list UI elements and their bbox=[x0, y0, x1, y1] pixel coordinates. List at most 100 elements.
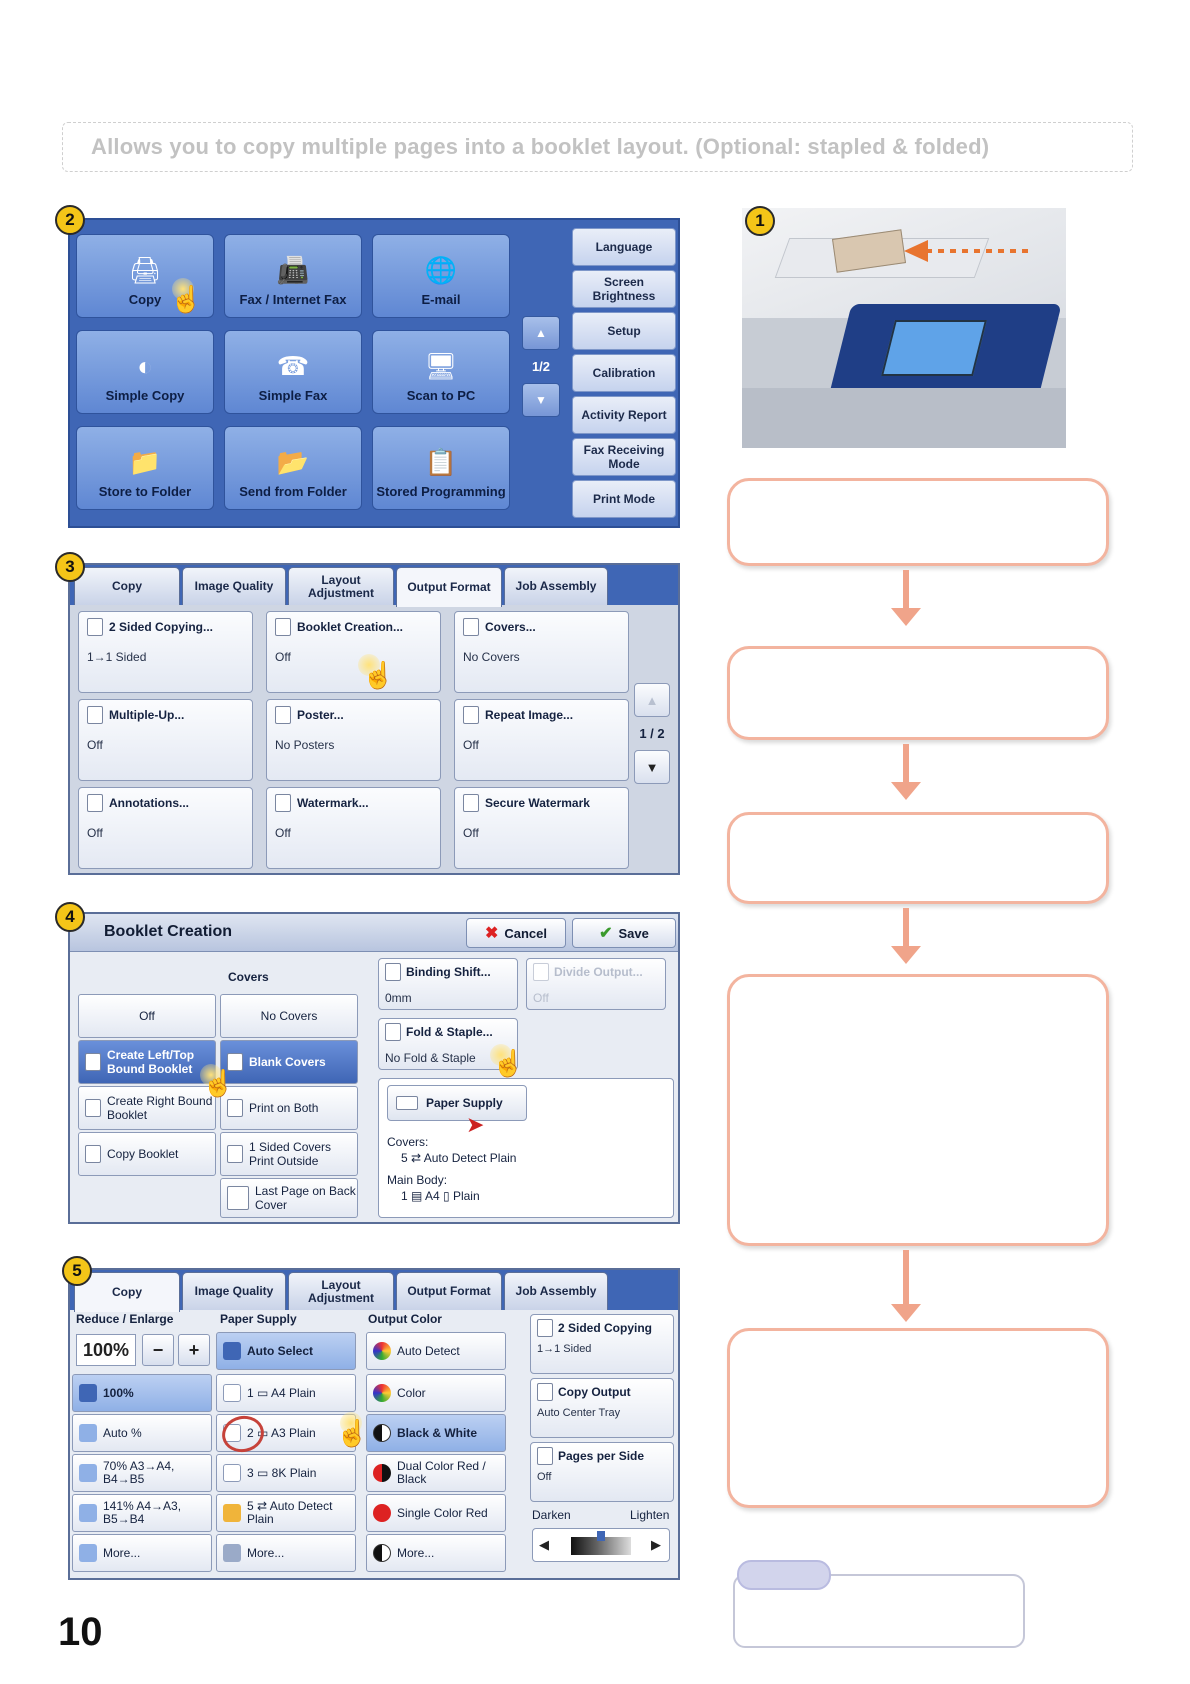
cancel-button[interactable]: ✖Cancel bbox=[466, 918, 566, 948]
paper-tray-2-option[interactable]: 2 ▭ A3 Plain bbox=[216, 1414, 356, 1452]
tab-image-quality[interactable]: Image Quality bbox=[182, 567, 286, 605]
layout-off-option[interactable]: Off bbox=[78, 994, 216, 1038]
send-from-folder-button[interactable]: 📂Send from Folder bbox=[224, 426, 362, 510]
fold-staple-icon bbox=[385, 1023, 401, 1041]
covers-value: 5 ⇄ Auto Detect Plain bbox=[401, 1151, 517, 1165]
multiple-up-card[interactable]: Multiple-Up...Off bbox=[78, 699, 253, 781]
tab-output-format[interactable]: Output Format bbox=[396, 1272, 502, 1310]
density-slider[interactable]: ◀ ▶ bbox=[532, 1528, 670, 1562]
paper-supply-button[interactable]: Paper Supply bbox=[387, 1085, 527, 1121]
binding-shift-card[interactable]: Binding Shift...0mm bbox=[378, 958, 518, 1010]
flow-arrow-head-3 bbox=[891, 946, 921, 964]
print-mode-button[interactable]: Print Mode bbox=[572, 480, 676, 518]
reduce-enlarge-label: Reduce / Enlarge bbox=[76, 1312, 174, 1326]
page-number: 10 bbox=[58, 1610, 103, 1654]
secure-watermark-icon bbox=[463, 794, 479, 812]
simple-copy-icon: ◐ bbox=[137, 351, 153, 381]
step-badge-3: 3 bbox=[55, 552, 85, 582]
simple-fax-button[interactable]: ☎Simple Fax bbox=[224, 330, 362, 414]
print-on-both-option[interactable]: Print on Both bbox=[220, 1086, 358, 1130]
tab-output-format[interactable]: Output Format bbox=[396, 567, 502, 607]
zoom-minus-button[interactable]: − bbox=[142, 1334, 174, 1366]
activity-report-button[interactable]: Activity Report bbox=[572, 396, 676, 434]
folder-send-icon: 📂 bbox=[276, 447, 310, 477]
zoom-auto-option[interactable]: Auto % bbox=[72, 1414, 212, 1452]
lighten-right-icon[interactable]: ▶ bbox=[651, 1537, 661, 1552]
tab-job-assembly[interactable]: Job Assembly bbox=[504, 1272, 608, 1310]
one-sided-covers-option[interactable]: 1 Sided Covers Print Outside bbox=[220, 1132, 358, 1176]
booklet-creation-card[interactable]: Booklet Creation...Off bbox=[266, 611, 441, 693]
booklet-header: Booklet Creation ✖Cancel ✔Save bbox=[70, 914, 678, 952]
right-bound-booklet-option[interactable]: Create Right Bound Booklet bbox=[78, 1086, 216, 1130]
tab-layout-adjustment[interactable]: Layout Adjustment bbox=[288, 1272, 394, 1310]
store-to-folder-button[interactable]: 📁Store to Folder bbox=[76, 426, 214, 510]
last-page-back-cover-option[interactable]: Last Page on Back Cover bbox=[220, 1178, 358, 1218]
output-scroll-up-button[interactable]: ▲ bbox=[634, 683, 670, 717]
zoom-100-option[interactable]: 100% bbox=[72, 1374, 212, 1412]
output-scroll-down-button[interactable]: ▼ bbox=[634, 750, 670, 784]
watermark-card[interactable]: Watermark...Off bbox=[266, 787, 441, 869]
screen-brightness-button[interactable]: Screen Brightness bbox=[572, 270, 676, 308]
calibration-button[interactable]: Calibration bbox=[572, 354, 676, 392]
paper-auto-select-option[interactable]: Auto Select bbox=[216, 1332, 356, 1370]
annotations-card[interactable]: Annotations...Off bbox=[78, 787, 253, 869]
scroll-up-button[interactable]: ▲ bbox=[522, 316, 560, 350]
paper-tray-1-option[interactable]: 1 ▭ A4 Plain bbox=[216, 1374, 356, 1412]
repeat-image-card[interactable]: Repeat Image...Off bbox=[454, 699, 629, 781]
covers-card[interactable]: Covers...No Covers bbox=[454, 611, 629, 693]
main-menu-panel: 🖨Copy 📠Fax / Internet Fax 🌐E-mail ◐Simpl… bbox=[68, 218, 680, 528]
color-more-option[interactable]: More... bbox=[366, 1534, 506, 1572]
darken-left-icon[interactable]: ◀ bbox=[539, 1537, 549, 1552]
paper-more-option[interactable]: More... bbox=[216, 1534, 356, 1572]
save-button[interactable]: ✔Save bbox=[572, 918, 676, 948]
paper-tray-5-option[interactable]: 5 ⇄ Auto Detect Plain bbox=[216, 1494, 356, 1532]
hand-pointer-icon: ☝ bbox=[170, 284, 203, 314]
color-full-option[interactable]: Color bbox=[366, 1374, 506, 1412]
paper-tray-3-option[interactable]: 3 ▭ 8K Plain bbox=[216, 1454, 356, 1492]
menu-scroll: ▲ 1/2 ▼ bbox=[522, 316, 560, 426]
language-button[interactable]: Language bbox=[572, 228, 676, 266]
color-black-white-option[interactable]: Black & White bbox=[366, 1414, 506, 1452]
one-sided-covers-icon bbox=[227, 1145, 243, 1163]
copy-service-button[interactable]: 🖨Copy bbox=[76, 234, 214, 318]
zoom-icon bbox=[79, 1384, 97, 1402]
copy-tab-panel: Copy Image Quality Layout Adjustment Out… bbox=[68, 1268, 680, 1580]
tab-copy[interactable]: Copy bbox=[74, 1272, 180, 1312]
fax-service-button[interactable]: 📠Fax / Internet Fax bbox=[224, 234, 362, 318]
color-dual-option[interactable]: Dual Color Red / Black bbox=[366, 1454, 506, 1492]
email-service-button[interactable]: 🌐E-mail bbox=[372, 234, 510, 318]
scroll-down-button[interactable]: ▼ bbox=[522, 383, 560, 417]
tab-copy[interactable]: Copy bbox=[74, 567, 180, 605]
blank-covers-option[interactable]: Blank Covers bbox=[220, 1040, 358, 1084]
zoom-more-option[interactable]: More... bbox=[72, 1534, 212, 1572]
two-sided-copying-card[interactable]: 2 Sided Copying...1→1 Sided bbox=[78, 611, 253, 693]
copy-output-icon bbox=[537, 1383, 553, 1401]
blank-covers-icon bbox=[227, 1053, 243, 1071]
setup-button[interactable]: Setup bbox=[572, 312, 676, 350]
tab-image-quality[interactable]: Image Quality bbox=[182, 1272, 286, 1310]
no-covers-option[interactable]: No Covers bbox=[220, 994, 358, 1038]
zoom-percent-field[interactable]: 100% bbox=[76, 1334, 136, 1366]
zoom-plus-button[interactable]: + bbox=[178, 1334, 210, 1366]
zoom-141-option[interactable]: 141% A4→A3, B5→B4 bbox=[72, 1494, 212, 1532]
stored-programming-button[interactable]: 📋Stored Programming bbox=[372, 426, 510, 510]
copy-booklet-option[interactable]: Copy Booklet bbox=[78, 1132, 216, 1176]
poster-card[interactable]: Poster...No Posters bbox=[266, 699, 441, 781]
print-both-icon bbox=[227, 1099, 243, 1117]
more-icon bbox=[79, 1544, 97, 1562]
fax-receiving-mode-button[interactable]: Fax Receiving Mode bbox=[572, 438, 676, 476]
booklet-creation-panel: Booklet Creation ✖Cancel ✔Save Covers Of… bbox=[68, 912, 680, 1224]
zoom-70-option[interactable]: 70% A3→A4, B4→B5 bbox=[72, 1454, 212, 1492]
tab-layout-adjustment[interactable]: Layout Adjustment bbox=[288, 567, 394, 605]
left-bound-booklet-option[interactable]: Create Left/Top Bound Booklet bbox=[78, 1040, 216, 1084]
scan-to-pc-button[interactable]: 🖥Scan to PC bbox=[372, 330, 510, 414]
tab-job-assembly[interactable]: Job Assembly bbox=[504, 567, 608, 605]
intro-banner: Allows you to copy multiple pages into a… bbox=[62, 122, 1133, 172]
simple-copy-button[interactable]: ◐Simple Copy bbox=[76, 330, 214, 414]
color-single-option[interactable]: Single Color Red bbox=[366, 1494, 506, 1532]
color-auto-detect-option[interactable]: Auto Detect bbox=[366, 1332, 506, 1370]
